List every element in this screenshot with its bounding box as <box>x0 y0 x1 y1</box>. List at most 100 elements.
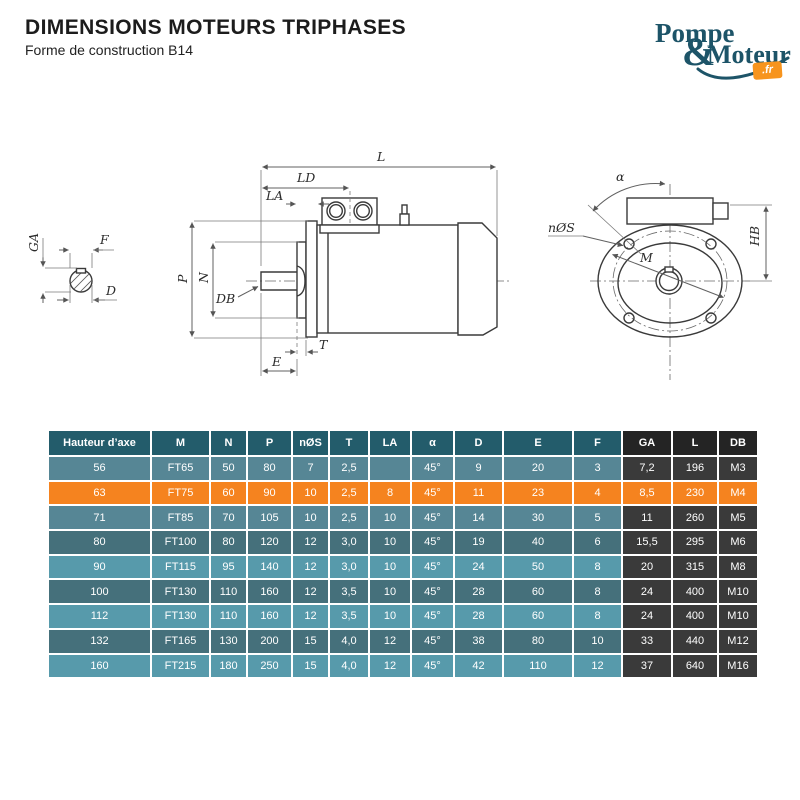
header-cell: GA <box>621 429 673 457</box>
table-cell: 45° <box>410 627 455 655</box>
table-cell: M10 <box>717 603 759 630</box>
header-cell: α <box>410 429 455 457</box>
table-cell: M6 <box>717 529 759 556</box>
table-cell: 80 <box>209 529 248 556</box>
table-cell: FT130 <box>150 578 211 606</box>
table-cell: 10 <box>368 504 412 532</box>
table-cell: 120 <box>246 529 293 556</box>
table-cell: 12 <box>291 553 330 581</box>
table-cell: 110 <box>209 603 248 630</box>
table-cell: 90 <box>246 479 293 507</box>
table-cell: 400 <box>671 578 719 606</box>
table-cell: 12 <box>368 627 412 655</box>
technical-drawing: F GA D <box>26 149 772 380</box>
table-cell: 260 <box>671 504 719 532</box>
table-cell: 80 <box>502 627 574 655</box>
table-cell: 70 <box>209 504 248 532</box>
table-cell: 45° <box>410 603 455 630</box>
table-cell: 45° <box>410 578 455 606</box>
table-cell: 2,5 <box>328 455 370 482</box>
table-cell: 45° <box>410 553 455 581</box>
table-cell: 23 <box>502 479 574 507</box>
table-cell: 15 <box>291 652 330 680</box>
table-cell: M16 <box>717 652 759 680</box>
table-cell: 105 <box>246 504 293 532</box>
dim-label-DB: DB <box>215 291 235 306</box>
table-cell: FT165 <box>150 627 211 655</box>
table-cell: 3,5 <box>328 603 370 630</box>
table-cell: 50 <box>209 455 248 482</box>
table-cell: 160 <box>47 652 152 680</box>
table-cell: FT130 <box>150 603 211 630</box>
table-cell: 20 <box>502 455 574 482</box>
table-cell: 80 <box>47 529 152 556</box>
table-cell: 71 <box>47 504 152 532</box>
table-cell: M10 <box>717 578 759 606</box>
dim-label-nOS: nØS <box>548 220 575 235</box>
table-cell: M8 <box>717 553 759 581</box>
table-cell: 8,5 <box>621 479 673 507</box>
table-cell: 45° <box>410 504 455 532</box>
dim-label-GA: GA <box>26 233 41 252</box>
table-cell: 2,5 <box>328 504 370 532</box>
table-cell: 10 <box>291 479 330 507</box>
table-cell: FT65 <box>150 455 211 482</box>
table-cell: 12 <box>291 603 330 630</box>
table-cell: FT85 <box>150 504 211 532</box>
table-cell: 10 <box>368 529 412 556</box>
table-cell: 28 <box>453 603 504 630</box>
dim-label-LD: LD <box>296 170 315 185</box>
table-cell: 160 <box>246 578 293 606</box>
table-cell: 8 <box>572 553 623 581</box>
table-cell: 15 <box>291 627 330 655</box>
table-cell: 295 <box>671 529 719 556</box>
table-cell: M4 <box>717 479 759 507</box>
table-cell: 10 <box>291 504 330 532</box>
table-cell: 60 <box>502 603 574 630</box>
dim-label-E: E <box>271 354 281 369</box>
header-cell: D <box>453 429 504 457</box>
logo-word-pompe: Pompe <box>655 18 735 48</box>
pompe-moteur-logo: Pompe & Moteur .fr <box>640 14 795 90</box>
table-cell: 6 <box>572 529 623 556</box>
table-cell: 640 <box>671 652 719 680</box>
table-cell: 315 <box>671 553 719 581</box>
page-title: DIMENSIONS MOTEURS TRIPHASES <box>25 16 407 39</box>
table-cell: 45° <box>410 529 455 556</box>
header-cell: nØS <box>291 429 330 457</box>
table-cell: 12 <box>572 652 623 680</box>
table-cell: 45° <box>410 455 455 482</box>
table-cell: 196 <box>671 455 719 482</box>
table-cell <box>368 455 412 482</box>
table-cell: 12 <box>291 529 330 556</box>
header-cell: P <box>246 429 293 457</box>
header-cell: F <box>572 429 623 457</box>
motor-front-view: α nØS M HB <box>548 169 772 380</box>
table-cell: 8 <box>572 603 623 630</box>
header-cell: DB <box>717 429 759 457</box>
table-cell: 8 <box>368 479 412 507</box>
header-cell: T <box>328 429 370 457</box>
table-cell: 200 <box>246 627 293 655</box>
table-cell: 10 <box>572 627 623 655</box>
motor-side-view: L LD LA P N DB T <box>175 149 512 376</box>
table-cell: 33 <box>621 627 673 655</box>
table-cell: 3 <box>572 455 623 482</box>
table-cell: 60 <box>209 479 248 507</box>
table-cell: FT215 <box>150 652 211 680</box>
table-cell: 10 <box>368 578 412 606</box>
table-cell: 11 <box>453 479 504 507</box>
table-cell: 130 <box>209 627 248 655</box>
table-cell: M12 <box>717 627 759 655</box>
table-cell: M5 <box>717 504 759 532</box>
table-cell: 9 <box>453 455 504 482</box>
table-cell: 7 <box>291 455 330 482</box>
shaft-section-view: F GA D <box>26 232 117 303</box>
table-cell: 20 <box>621 553 673 581</box>
